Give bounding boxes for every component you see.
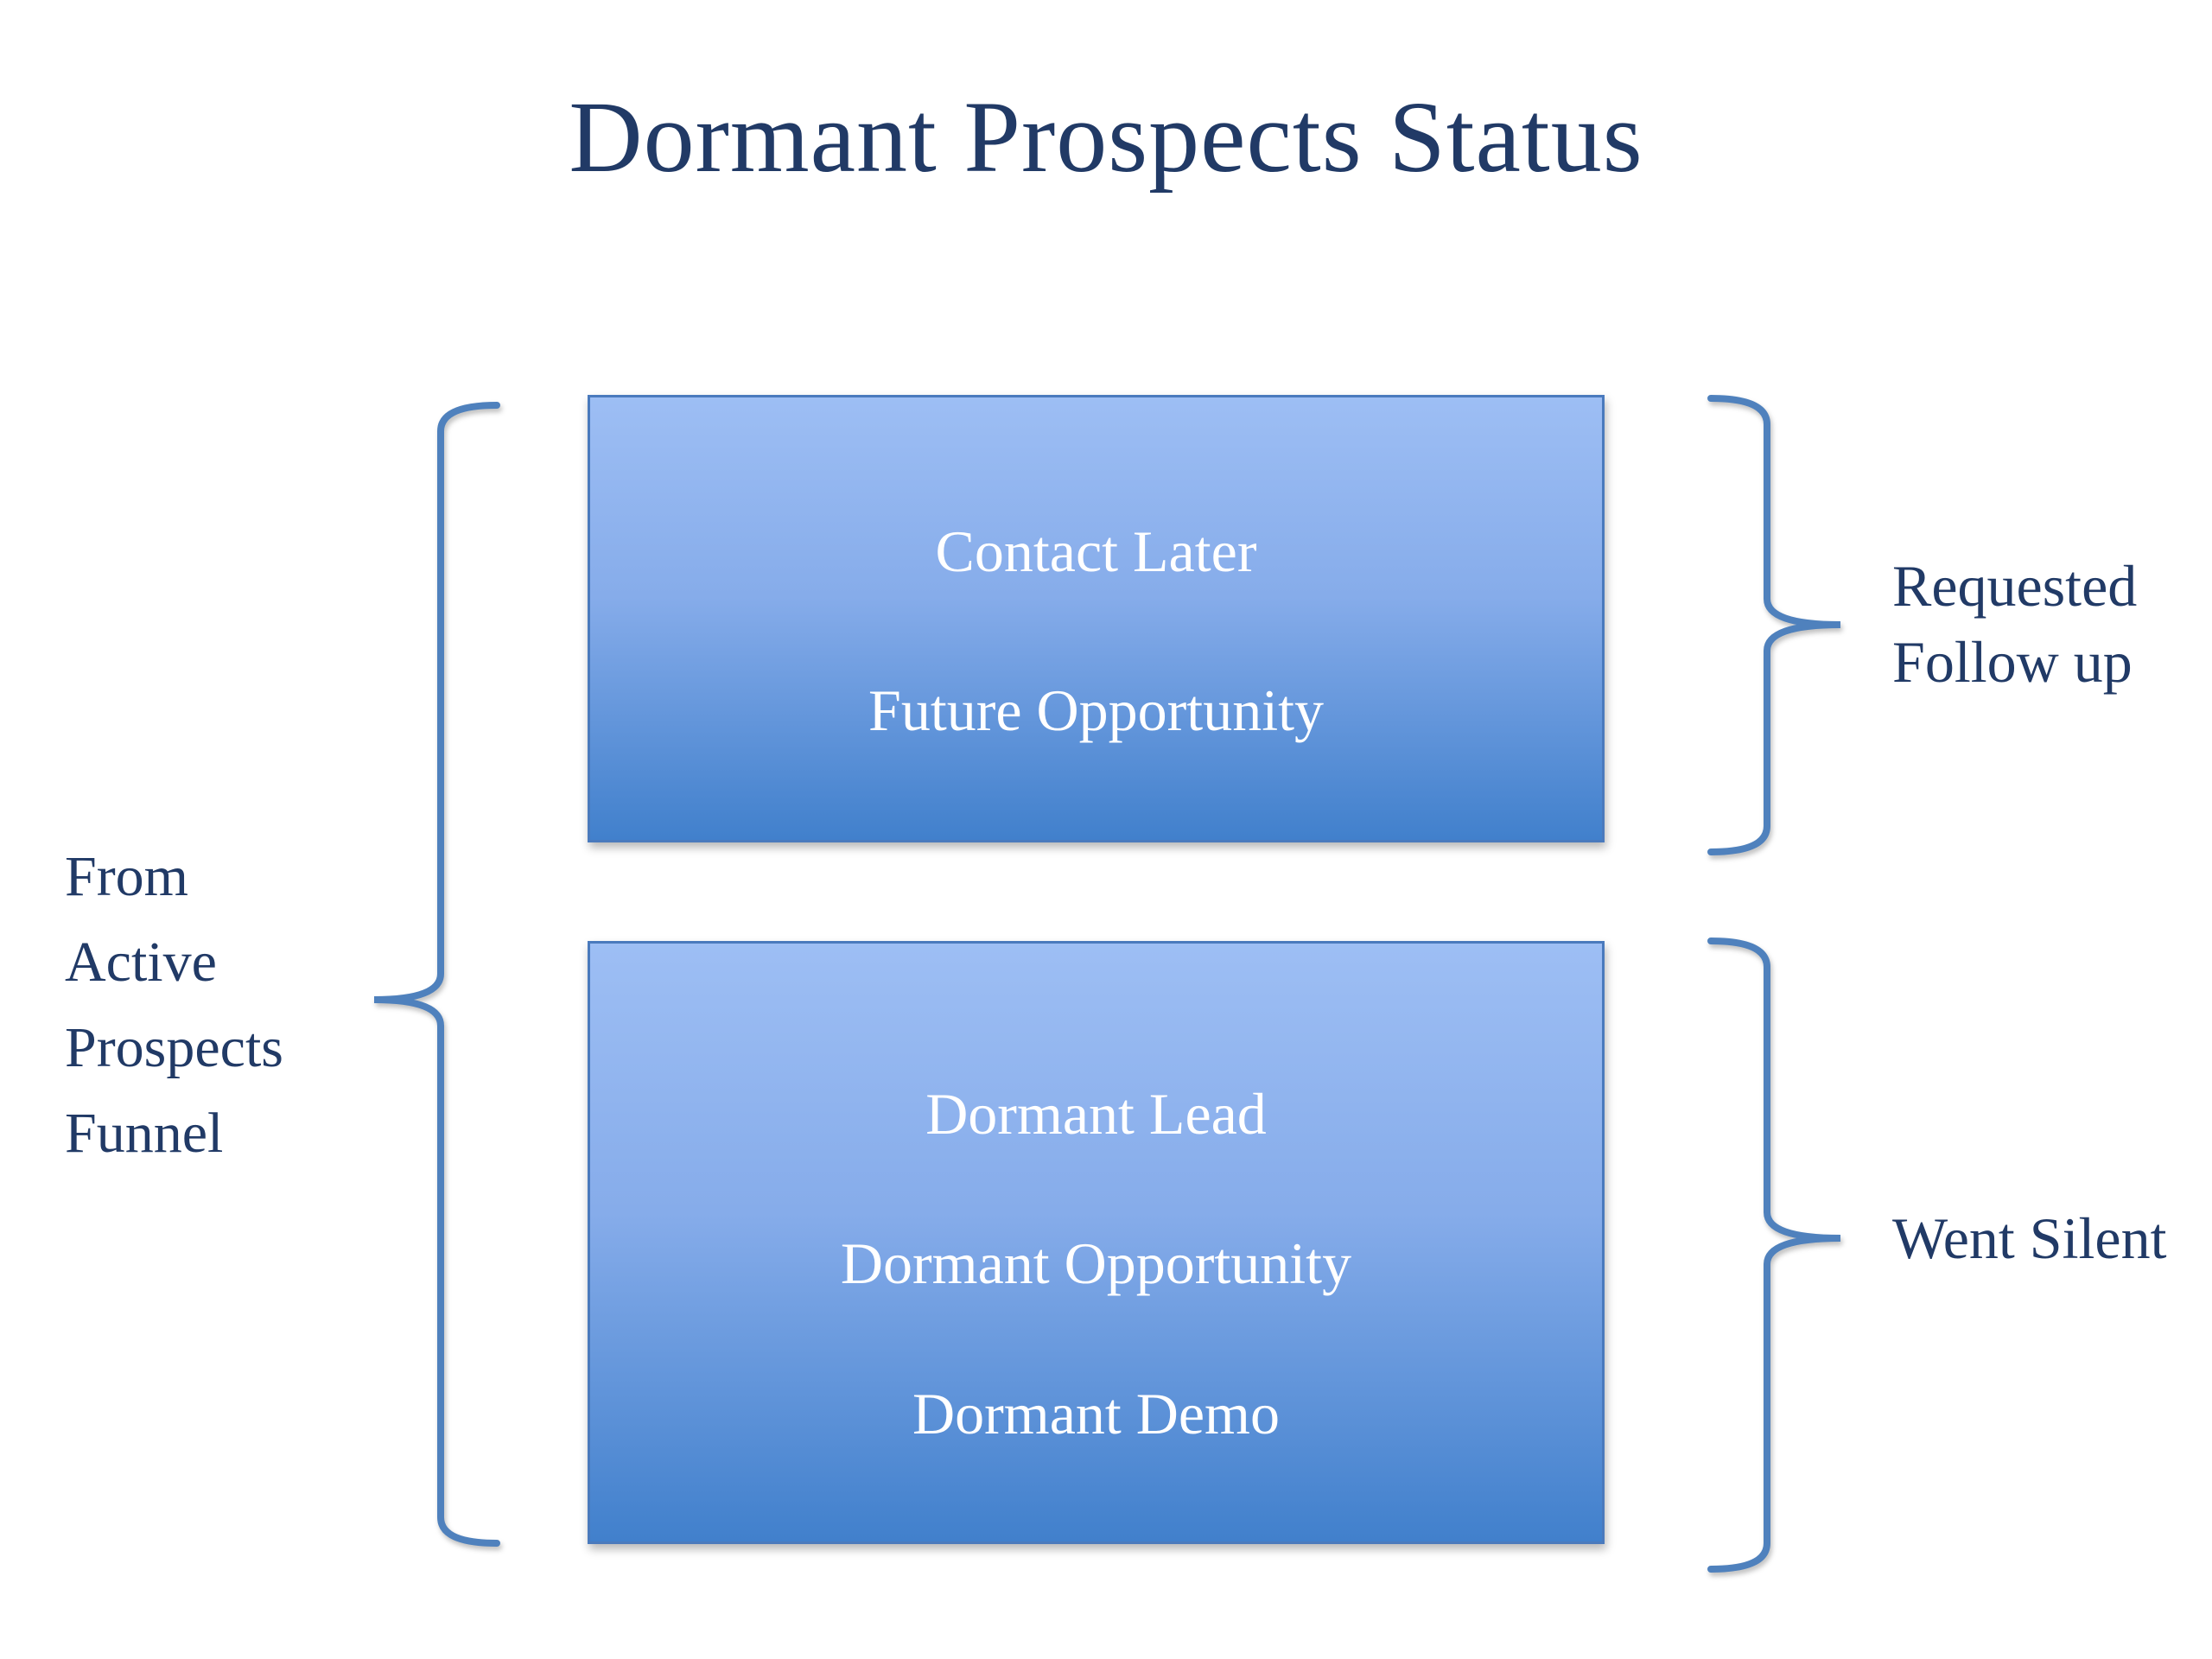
left-brace-label: From Active Prospects Funnel [65,834,283,1176]
slide-title: Dormant Prospects Status [569,80,1643,194]
left-label-line: Funnel [65,1102,224,1165]
left-label-line: Active [65,931,217,994]
box-item-text: Dormant Opportunity [840,1230,1352,1297]
left-label-line: From [65,845,189,908]
box-item-text: Dormant Demo [912,1380,1280,1446]
went-silent-label: Went Silent [1892,1200,2167,1276]
right-curly-brace-bottom [1707,938,1841,1573]
left-label-line: Prospects [65,1016,283,1079]
right-label-line: Requested [1892,553,2138,619]
dormant-box: Dormant Lead Dormant Opportunity Dormant… [588,941,1605,1544]
box-item-text: Contact Later [935,518,1257,585]
left-curly-brace [373,402,500,1547]
requested-follow-up-label: Requested Follow up [1892,548,2137,700]
right-curly-brace-top [1707,395,1841,855]
box-item-text: Future Opportunity [868,677,1324,743]
contact-later-box: Contact Later Future Opportunity [588,395,1605,842]
right-label-line: Follow up [1892,629,2133,695]
box-item-text: Dormant Lead [925,1080,1267,1147]
right-label-line: Went Silent [1892,1205,2167,1271]
